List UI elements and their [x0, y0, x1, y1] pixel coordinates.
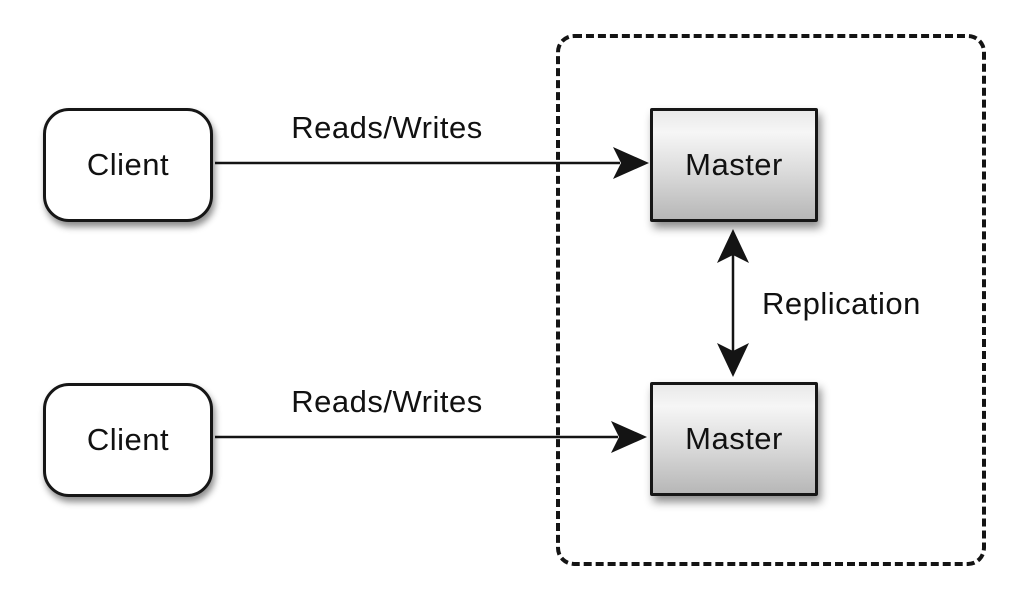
master-label: Master: [685, 421, 783, 456]
replication-label: Replication: [762, 286, 921, 321]
master-label: Master: [685, 147, 783, 182]
client-label: Client: [86, 147, 170, 182]
reads-writes-label-bottom: Reads/Writes: [291, 384, 483, 419]
master-node-bottom: Master: [650, 382, 818, 496]
reads-writes-label-top: Reads/Writes: [291, 110, 483, 145]
client-node-bottom: Client: [43, 383, 213, 497]
client-node-top: Client: [43, 108, 213, 222]
client-label: Client: [86, 422, 170, 457]
replication-cluster-boundary: [556, 34, 986, 566]
master-node-top: Master: [650, 108, 818, 222]
